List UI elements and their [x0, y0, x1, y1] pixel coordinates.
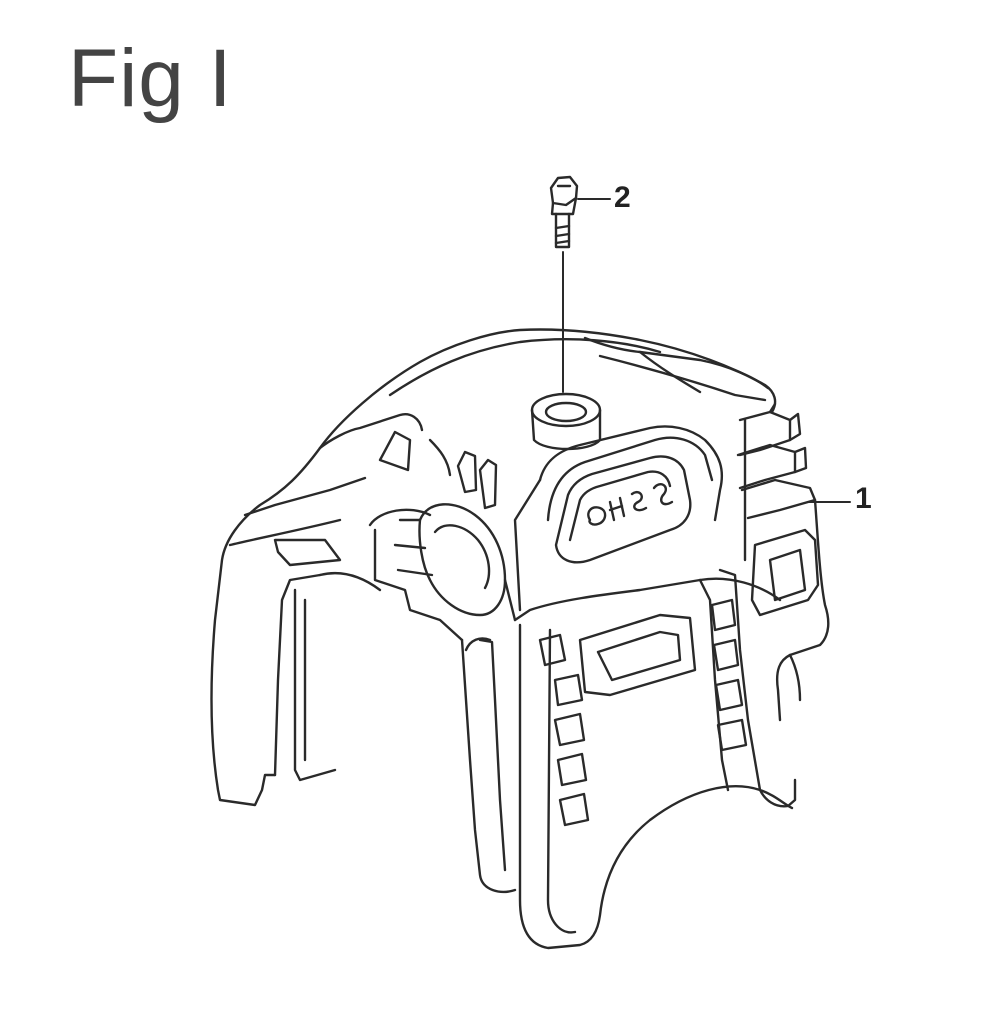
logo-panel — [554, 455, 692, 564]
right-ribs — [738, 410, 792, 457]
cover-top-outline — [318, 328, 777, 450]
left-bracket-upper — [318, 413, 424, 450]
callout-label-1: 1 — [855, 482, 872, 515]
bolt-drawing — [549, 175, 579, 393]
cover-front-panel — [538, 425, 724, 522]
center-leg — [460, 638, 517, 894]
left-arm — [210, 446, 322, 807]
figure-title: Fig I — [68, 33, 233, 124]
engine-cover-drawing-body — [210, 328, 830, 950]
front-skirt — [513, 577, 782, 622]
callout-label-2: 2 — [614, 181, 631, 214]
switch-knob — [418, 503, 507, 617]
bolt-head — [549, 175, 579, 207]
